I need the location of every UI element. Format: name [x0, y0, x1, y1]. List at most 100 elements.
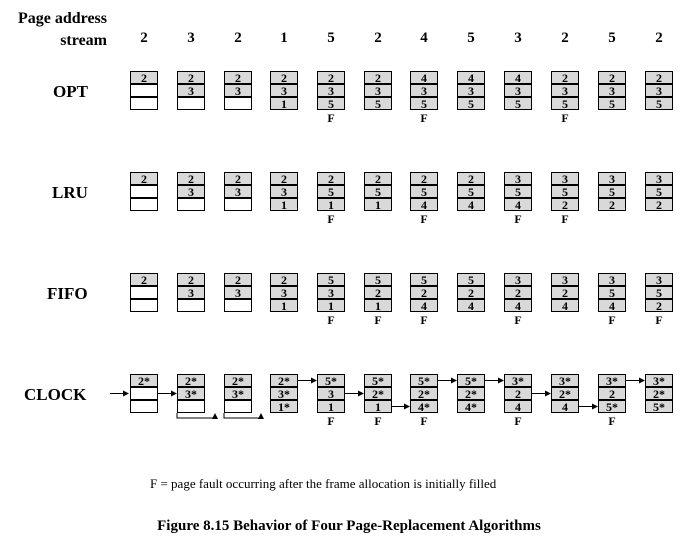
frame-cell: 3 [270, 286, 298, 299]
frame-cell: 5 [364, 273, 392, 286]
stream-value: 2 [655, 30, 663, 46]
frame-cell: 3* [224, 387, 252, 400]
frame-cell: 3 [177, 185, 205, 198]
frame-cell [130, 299, 158, 312]
frame-cell: 3 [551, 172, 579, 185]
page-fault-marker: F [327, 313, 335, 327]
frame-cell: 2 [504, 286, 532, 299]
frame-cell: 5 [457, 97, 485, 110]
frame-cell: 4 [457, 71, 485, 84]
page-fault-marker: F [608, 414, 616, 428]
frame-cell: 2 [317, 172, 345, 185]
stream-value: 1 [280, 30, 288, 46]
page-fault-marker: F [514, 212, 522, 226]
frame-cell: 5 [598, 286, 626, 299]
frame-cell: 2* [177, 374, 205, 387]
frame-cell: 5 [410, 185, 438, 198]
frame-cell: 3 [270, 84, 298, 97]
frame-cell [130, 198, 158, 211]
frame-cell [224, 299, 252, 312]
algorithm-label-opt: OPT [53, 82, 88, 101]
page-fault-marker: F [327, 414, 335, 428]
frame-cell: 2 [130, 172, 158, 185]
frame-cell: 4 [410, 198, 438, 211]
frame-cell: 3 [551, 84, 579, 97]
frame-cell: 1 [317, 400, 345, 413]
frame-cell: 2 [551, 286, 579, 299]
algorithm-label-clock: CLOCK [24, 385, 87, 404]
figure-caption: Figure 8.15 Behavior of Four Page-Replac… [157, 518, 541, 534]
frame-cell: 2 [270, 172, 298, 185]
frame-cell: 2 [364, 172, 392, 185]
frame-cell: 3 [224, 286, 252, 299]
frame-cell [130, 400, 158, 413]
page-fault-marker: F [514, 414, 522, 428]
frame-cell [224, 198, 252, 211]
stream-header-line1: Page address [17, 10, 107, 27]
frame-cell: 3 [457, 84, 485, 97]
frame-cell: 1 [364, 299, 392, 312]
page-fault-marker: F [655, 313, 663, 327]
page-fault-marker: F [420, 212, 428, 226]
frame-cell: 2* [551, 387, 579, 400]
frame-cell: 2 [130, 273, 158, 286]
page-fault-marker: F [608, 313, 616, 327]
frame-cell: 4 [504, 198, 532, 211]
stream-value: 4 [420, 30, 428, 46]
frame-cell: 5 [457, 185, 485, 198]
frame-cell: 2* [410, 387, 438, 400]
frame-cell: 1 [270, 97, 298, 110]
frame-cell: 2 [645, 71, 673, 84]
frame-cell: 5 [551, 185, 579, 198]
frame-cell: 3* [504, 374, 532, 387]
frame-cell: 1 [270, 299, 298, 312]
frame-cell: 2 [224, 273, 252, 286]
clock-pointer-arrow [176, 413, 218, 419]
frame-cell [177, 400, 205, 413]
frame-cell [130, 185, 158, 198]
stream-value: 5 [467, 30, 475, 46]
frame-cell: 4 [504, 299, 532, 312]
frame-cell: 5 [317, 273, 345, 286]
frame-cell [130, 97, 158, 110]
stream-value: 2 [561, 30, 569, 46]
page-fault-marker: F [514, 313, 522, 327]
frame-cell: 4 [504, 71, 532, 84]
frame-cell: 3* [645, 374, 673, 387]
frame-cell [130, 84, 158, 97]
frame-cell: 3 [270, 185, 298, 198]
frame-cell: 2 [270, 71, 298, 84]
frame-cell: 3 [645, 172, 673, 185]
algorithm-label-lru: LRU [52, 183, 88, 202]
frame-cell: 1 [364, 400, 392, 413]
frame-cell: 3* [598, 374, 626, 387]
frame-cell: 4* [410, 400, 438, 413]
frame-cell [177, 97, 205, 110]
frame-cell: 2 [130, 71, 158, 84]
page-fault-marker: F [327, 212, 335, 226]
frame-cell: 2 [410, 172, 438, 185]
stream-value: 5 [608, 30, 616, 46]
frame-cell: 4 [504, 400, 532, 413]
frame-cell [130, 286, 158, 299]
frame-cell: 5 [364, 185, 392, 198]
clock-pointer-arrow [223, 413, 264, 419]
frame-cell: 5 [645, 185, 673, 198]
frame-cell: 4 [410, 299, 438, 312]
frame-cell: 2* [270, 374, 298, 387]
page-fault-marker: F [420, 313, 428, 327]
frame-cell: 4 [551, 400, 579, 413]
frame-cell: 2 [224, 172, 252, 185]
frame-cell: 5 [317, 185, 345, 198]
stream-value: 2 [374, 30, 382, 46]
frame-cell: 5 [317, 97, 345, 110]
page-fault-marker: F [420, 111, 428, 125]
frame-cell: 5 [551, 97, 579, 110]
frame-cell: 3 [504, 84, 532, 97]
frame-cell: 3* [551, 374, 579, 387]
frame-cell: 2 [364, 286, 392, 299]
frame-cell [130, 387, 158, 400]
frame-cell: 2* [224, 374, 252, 387]
